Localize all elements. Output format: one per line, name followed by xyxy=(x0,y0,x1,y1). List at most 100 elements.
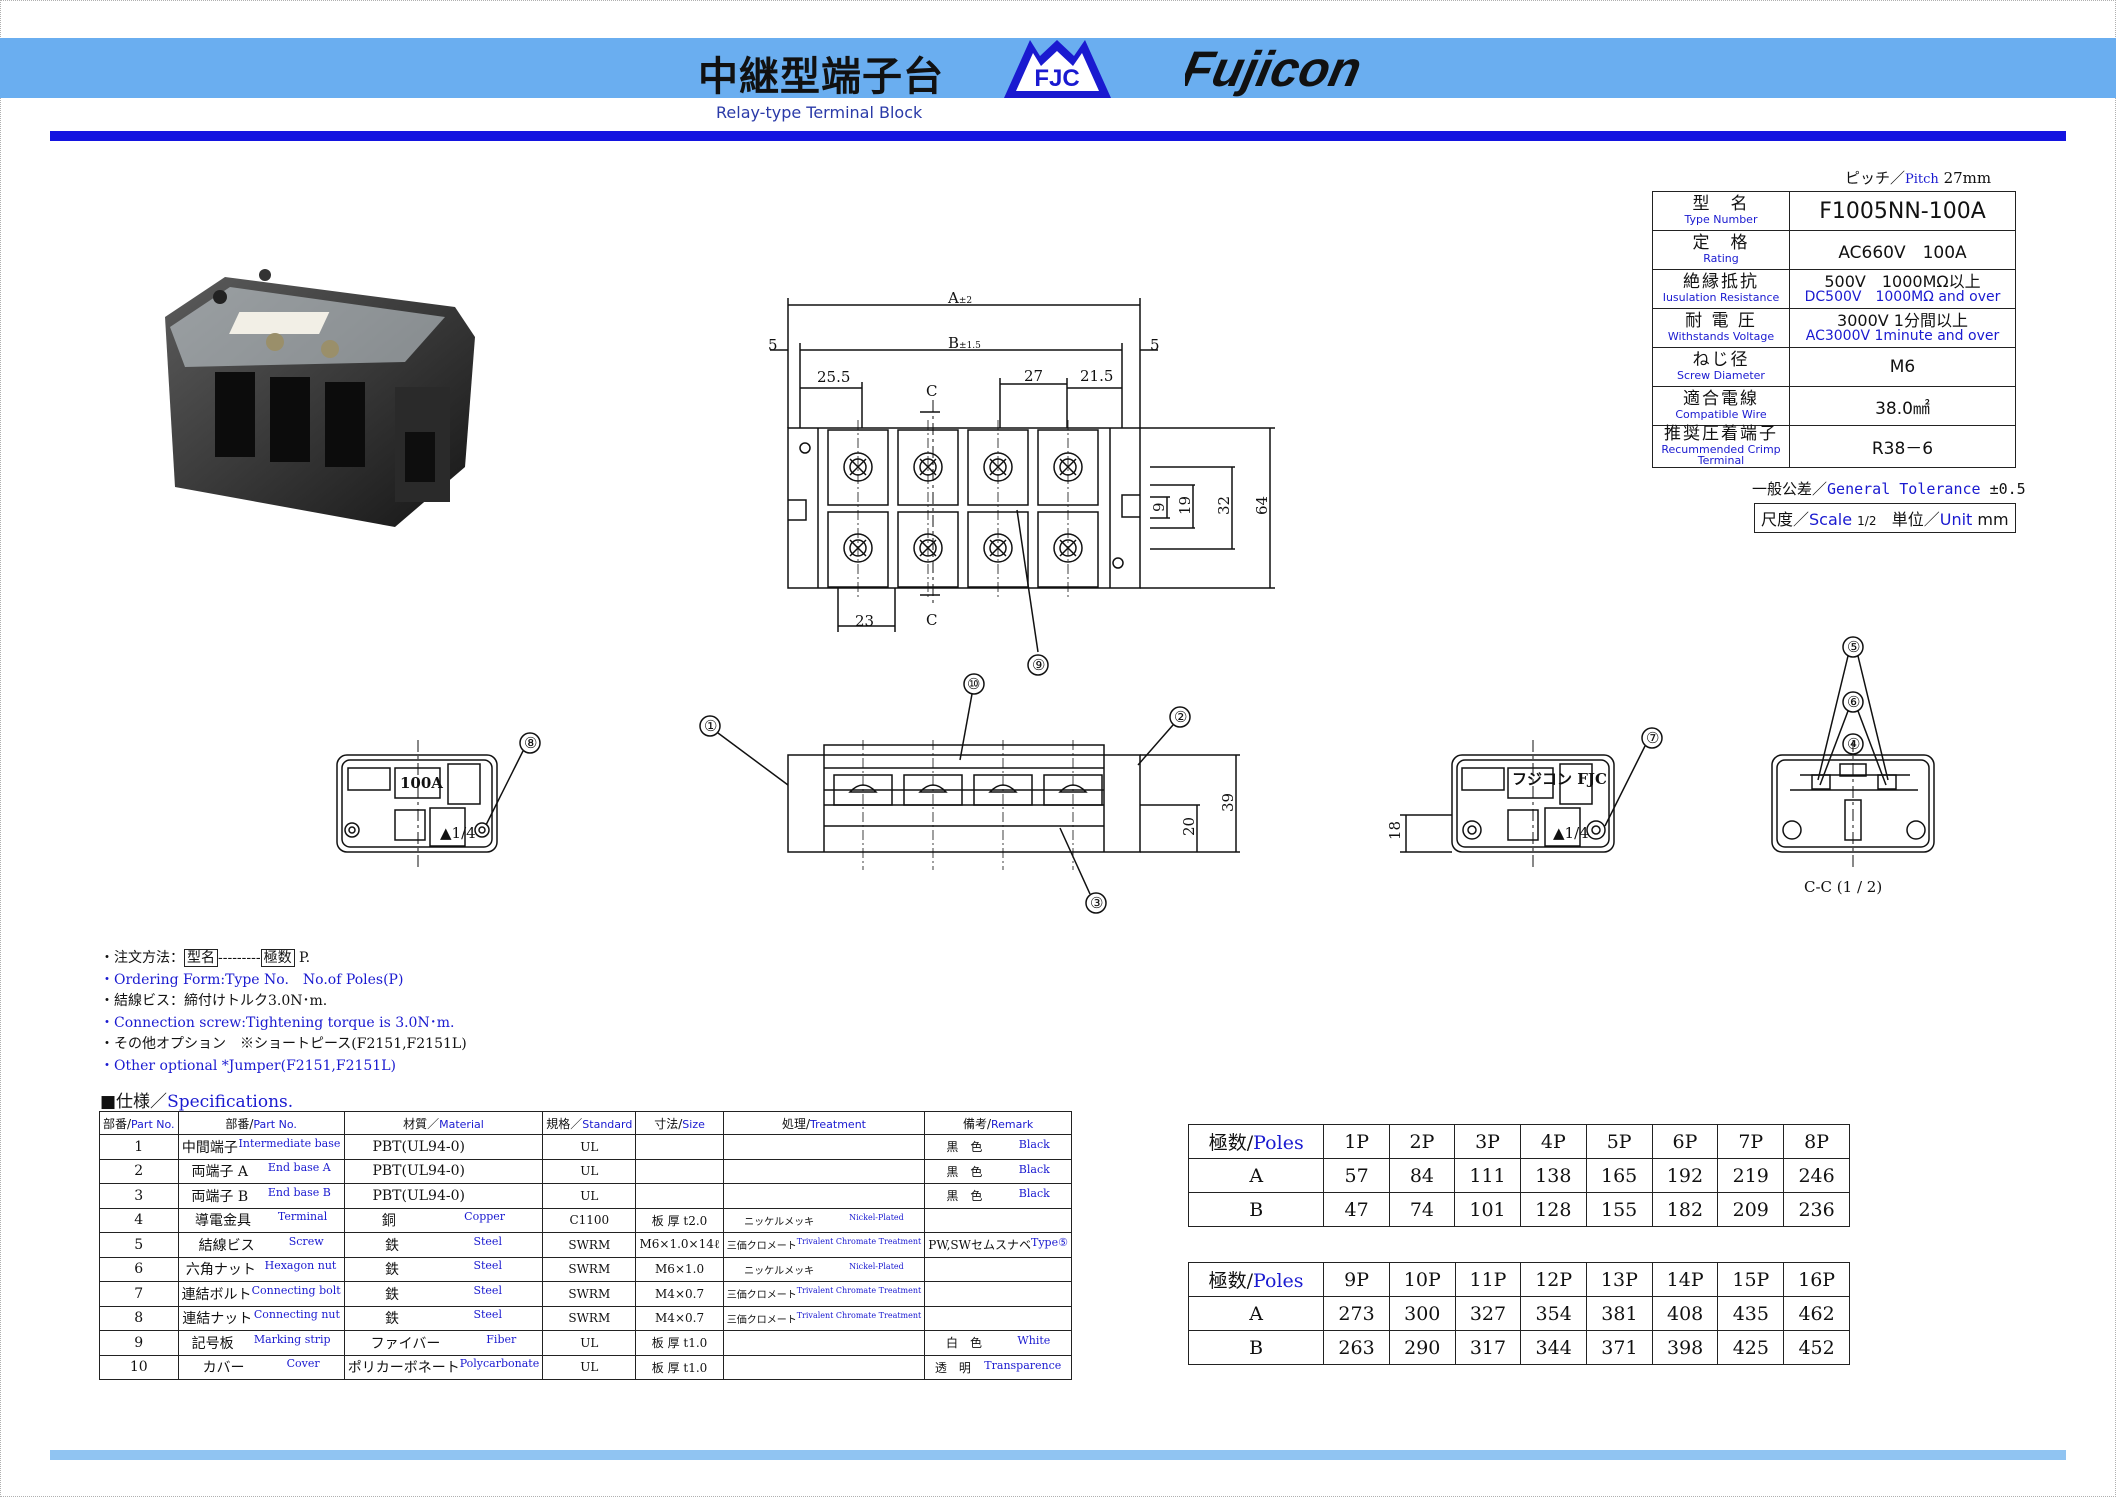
section-mark-top: C xyxy=(926,382,937,400)
callout-3: ③ xyxy=(1090,894,1103,912)
scale-unit-box: 尺度／Scale 1/2 単位／Unit mm xyxy=(1754,503,2016,533)
callout-10: ⑩ xyxy=(967,675,980,693)
parts-header-cell: 寸法/Size xyxy=(635,1111,724,1135)
end-label-left: 100A xyxy=(400,774,443,792)
dim-32: 32 xyxy=(1215,496,1233,515)
callout-6: ⑥ xyxy=(1847,693,1860,711)
left-end-view xyxy=(336,732,541,870)
fujicon-brand-logo: Fujicon xyxy=(1185,41,1367,97)
parts-header-cell: 部番/Part No. xyxy=(99,1111,179,1135)
callout-1: ① xyxy=(704,717,717,735)
general-tolerance: 一般公差／General Tolerance ±0.5 xyxy=(1752,480,2026,498)
dim-19: 19 xyxy=(1176,496,1194,515)
dim-20: 20 xyxy=(1180,817,1198,836)
section-mark-bottom: C xyxy=(926,611,937,629)
dim-5-left: 5 xyxy=(768,336,778,354)
note-line: ・Connection screw:Tightening torque is 3… xyxy=(100,1014,455,1031)
product-photo xyxy=(165,269,475,527)
header-rule xyxy=(50,131,2066,141)
specifications-heading: ■仕様／Specifications. xyxy=(100,1092,294,1112)
spec-value: R38－6 xyxy=(1789,425,2016,468)
dim-B: B±1.5 xyxy=(948,334,981,352)
section-label: C-C (1 / 2) xyxy=(1804,878,1882,896)
screw-slot xyxy=(989,458,1007,476)
note-line: ・Ordering Form:Type No. No.of Poles(P) xyxy=(100,971,404,988)
parts-header-cell: 規格／Standard xyxy=(542,1111,637,1135)
callout-7: ⑦ xyxy=(1646,729,1659,747)
spec-value: F1005NN-100A xyxy=(1789,191,2016,231)
front-view xyxy=(699,673,1240,914)
end-small-left: ▲1/4 xyxy=(440,824,476,842)
terminal-slot xyxy=(903,774,963,806)
screw-slot xyxy=(1059,458,1077,476)
spec-value: M6 xyxy=(1789,347,2016,387)
svg-text:FJC: FJC xyxy=(1034,65,1079,92)
page-subtitle: Relay-type Terminal Block xyxy=(716,103,923,122)
right-end-view xyxy=(1400,727,1663,870)
dim-25-5: 25.5 xyxy=(817,368,850,386)
screw-profile xyxy=(988,784,1018,793)
pitch-label: ピッチ／Pitch 27mm xyxy=(1845,169,1992,187)
dim-27: 27 xyxy=(1024,367,1043,385)
dim-64: 64 xyxy=(1253,496,1271,515)
note-line: ・結線ビス：締付けトルク3.0N･m. xyxy=(100,993,328,1009)
dim-23: 23 xyxy=(855,612,874,630)
dim-18: 18 xyxy=(1386,821,1404,840)
screw-slot xyxy=(919,458,937,476)
screw-profile xyxy=(918,784,948,793)
parts-header-cell: 材質／Material xyxy=(343,1111,544,1135)
svg-text:Fujicon: Fujicon xyxy=(1185,41,1367,97)
dim-21-5: 21.5 xyxy=(1080,367,1113,385)
ordering-notes: ・注文方法：型名---------極数 P. ・Ordering Form:Typ… xyxy=(100,948,467,1077)
callout-8: ⑧ xyxy=(524,734,537,752)
parts-header-cell: 部番/Part No. xyxy=(177,1111,345,1135)
parts-header-cell: 処理/Treatment xyxy=(722,1111,926,1135)
callout-5: ⑤ xyxy=(1847,638,1860,656)
callout-9: ⑨ xyxy=(1032,656,1045,674)
dim-9: 9 xyxy=(1150,502,1168,512)
note-line: ・注文方法：型名---------極数 P. xyxy=(100,949,311,967)
fjc-logo: FJC xyxy=(1004,40,1111,98)
screw-profile xyxy=(848,784,878,793)
dim-5-right: 5 xyxy=(1150,336,1160,354)
section-view xyxy=(1771,636,1935,870)
terminal-slot xyxy=(973,774,1033,806)
dim-39: 39 xyxy=(1219,793,1237,812)
terminal-slot xyxy=(833,774,893,806)
callout-4: ④ xyxy=(1847,735,1860,753)
callout-2: ② xyxy=(1174,708,1187,726)
top-view xyxy=(770,298,1275,676)
terminal-slot xyxy=(1043,774,1103,806)
note-line: ・Other optional *Jumper(F2151,F2151L) xyxy=(100,1057,396,1074)
note-line: ・その他オプション ※ショートピース(F2151,F2151L) xyxy=(100,1036,467,1052)
spec-value: 38.0㎟ xyxy=(1789,386,2016,426)
